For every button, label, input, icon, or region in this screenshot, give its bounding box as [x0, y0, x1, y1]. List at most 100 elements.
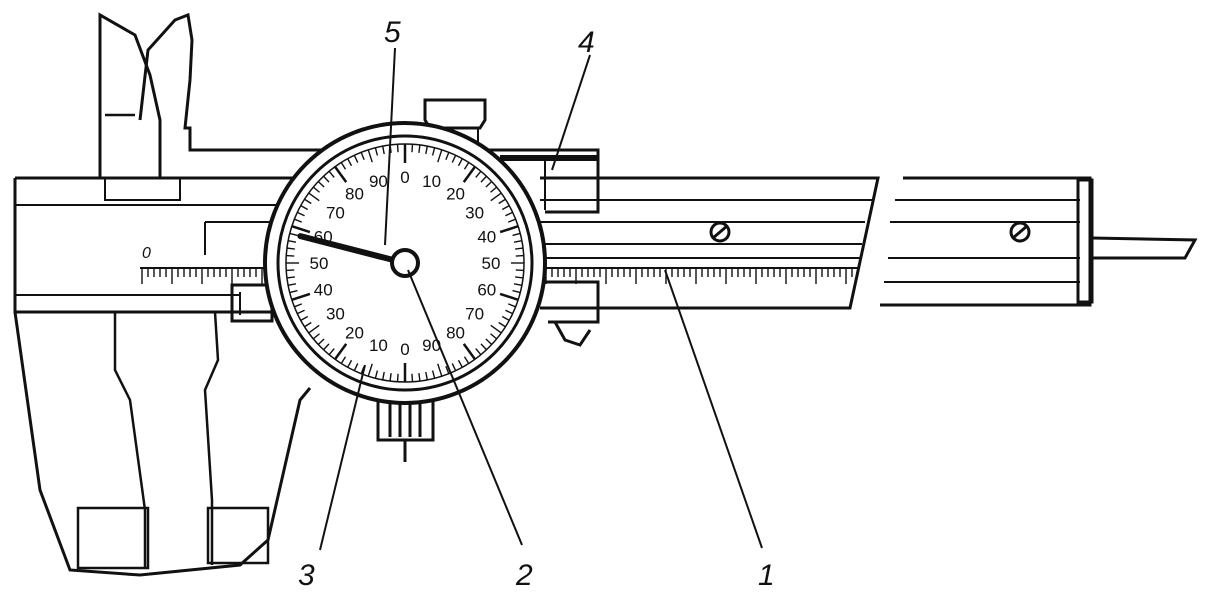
- dial-tick: [323, 343, 330, 351]
- dial-tick: [312, 333, 320, 340]
- dial-tick: [463, 356, 470, 364]
- dial-tick: [287, 240, 297, 243]
- dial-tick: [286, 247, 295, 250]
- dial-number: 60: [477, 281, 496, 300]
- dial-tick: [462, 343, 476, 361]
- dial-tick: [445, 152, 450, 161]
- dial-tick: [515, 254, 524, 257]
- beam-left-segment: [13, 176, 295, 314]
- dial-number: 30: [465, 203, 484, 222]
- leader-2: [407, 269, 523, 546]
- dial-tick: [396, 373, 399, 382]
- dial-tick: [374, 370, 379, 379]
- callout-3: 3: [298, 559, 315, 592]
- beam-screw-left: [709, 221, 731, 243]
- thumb-wheel: [553, 321, 592, 347]
- dial-number: 20: [446, 184, 465, 203]
- dial-tick: [300, 315, 309, 321]
- dial-ticks: [286, 144, 524, 382]
- dial-number: 50: [482, 254, 501, 273]
- dial-tick: [513, 283, 523, 286]
- dial-tick: [382, 145, 385, 155]
- dial-tick: [334, 165, 348, 183]
- dial-tick: [308, 192, 320, 202]
- dial-number: 70: [326, 203, 345, 222]
- slider-body: [204, 98, 600, 347]
- dial-tick: [353, 155, 359, 163]
- dial-tick: [340, 162, 347, 170]
- dial-tick: [515, 247, 524, 250]
- dial-tick: [297, 211, 305, 217]
- dial-tick: [367, 149, 373, 163]
- dial-tick: [490, 324, 502, 334]
- dial-tick: [286, 269, 295, 272]
- depth-rod: [1091, 236, 1198, 260]
- dial-tick: [490, 333, 498, 340]
- dial-number: 10: [369, 336, 388, 355]
- dial-tick: [451, 363, 457, 371]
- dial-hub: [390, 248, 420, 278]
- dial-tick: [431, 370, 436, 379]
- dial-tick: [286, 276, 295, 279]
- callout-2: 2: [515, 559, 533, 592]
- dial-tick: [480, 343, 487, 351]
- dial-tick: [425, 145, 428, 155]
- dial-number: 30: [326, 305, 345, 324]
- dial-tick: [418, 373, 421, 382]
- dial-number: 10: [422, 172, 441, 191]
- beam: [13, 176, 1198, 314]
- callout-4: 4: [578, 26, 595, 59]
- dial-tick: [501, 315, 510, 321]
- leader-5: [384, 47, 396, 246]
- dial-tick: [431, 147, 436, 156]
- callout-5: 5: [384, 16, 401, 49]
- dial-tick: [294, 218, 303, 223]
- dial-bezel-inner: [276, 134, 534, 392]
- dial-tick: [505, 309, 513, 315]
- dial-number: 80: [446, 324, 465, 343]
- inside-jaws: [98, 12, 430, 201]
- dial-tick: [499, 292, 519, 301]
- dial-tick: [286, 254, 295, 257]
- leader-1: [664, 269, 763, 549]
- dial-tick: [475, 170, 482, 178]
- dial-tick: [396, 144, 399, 153]
- dial-tick: [304, 198, 312, 205]
- dial-tick: [475, 348, 482, 356]
- dial-number: 20: [345, 324, 364, 343]
- dial-number: 70: [465, 305, 484, 324]
- dial-tick: [334, 343, 348, 361]
- dial-tick: [437, 149, 443, 163]
- outside-jaws: [13, 311, 312, 577]
- dial-tick: [340, 356, 347, 364]
- dial-tick: [425, 371, 428, 381]
- dial-number: 40: [477, 227, 496, 246]
- dial-tick: [411, 373, 414, 382]
- beam-screw-right: [1009, 221, 1031, 243]
- dial-tick: [457, 158, 463, 167]
- dial-tick: [291, 225, 311, 234]
- dial-tick: [513, 240, 523, 243]
- dial-tick: [304, 321, 312, 328]
- fixed-jaw: [13, 311, 312, 577]
- dial-tick: [501, 205, 510, 211]
- dial-tick: [328, 170, 335, 178]
- dial-tick: [291, 292, 311, 301]
- dial-tick: [347, 158, 353, 167]
- dial-tick: [308, 324, 320, 334]
- dial-pointer: [297, 233, 408, 266]
- dial-tick: [498, 198, 506, 205]
- dial-number: 0: [400, 168, 409, 187]
- clamp-screw: [423, 98, 487, 130]
- dial-tick: [312, 186, 320, 193]
- dial-tick: [507, 218, 516, 223]
- leader-4: [551, 54, 591, 171]
- dial-tick: [515, 276, 524, 279]
- dial-tick: [515, 269, 524, 272]
- dial-tick: [445, 365, 450, 374]
- dial-tick: [457, 359, 463, 368]
- dial-tick: [463, 162, 470, 170]
- beam-right-segment: [880, 176, 1092, 307]
- dial-tick: [507, 303, 516, 308]
- callout-1: 1: [758, 559, 775, 592]
